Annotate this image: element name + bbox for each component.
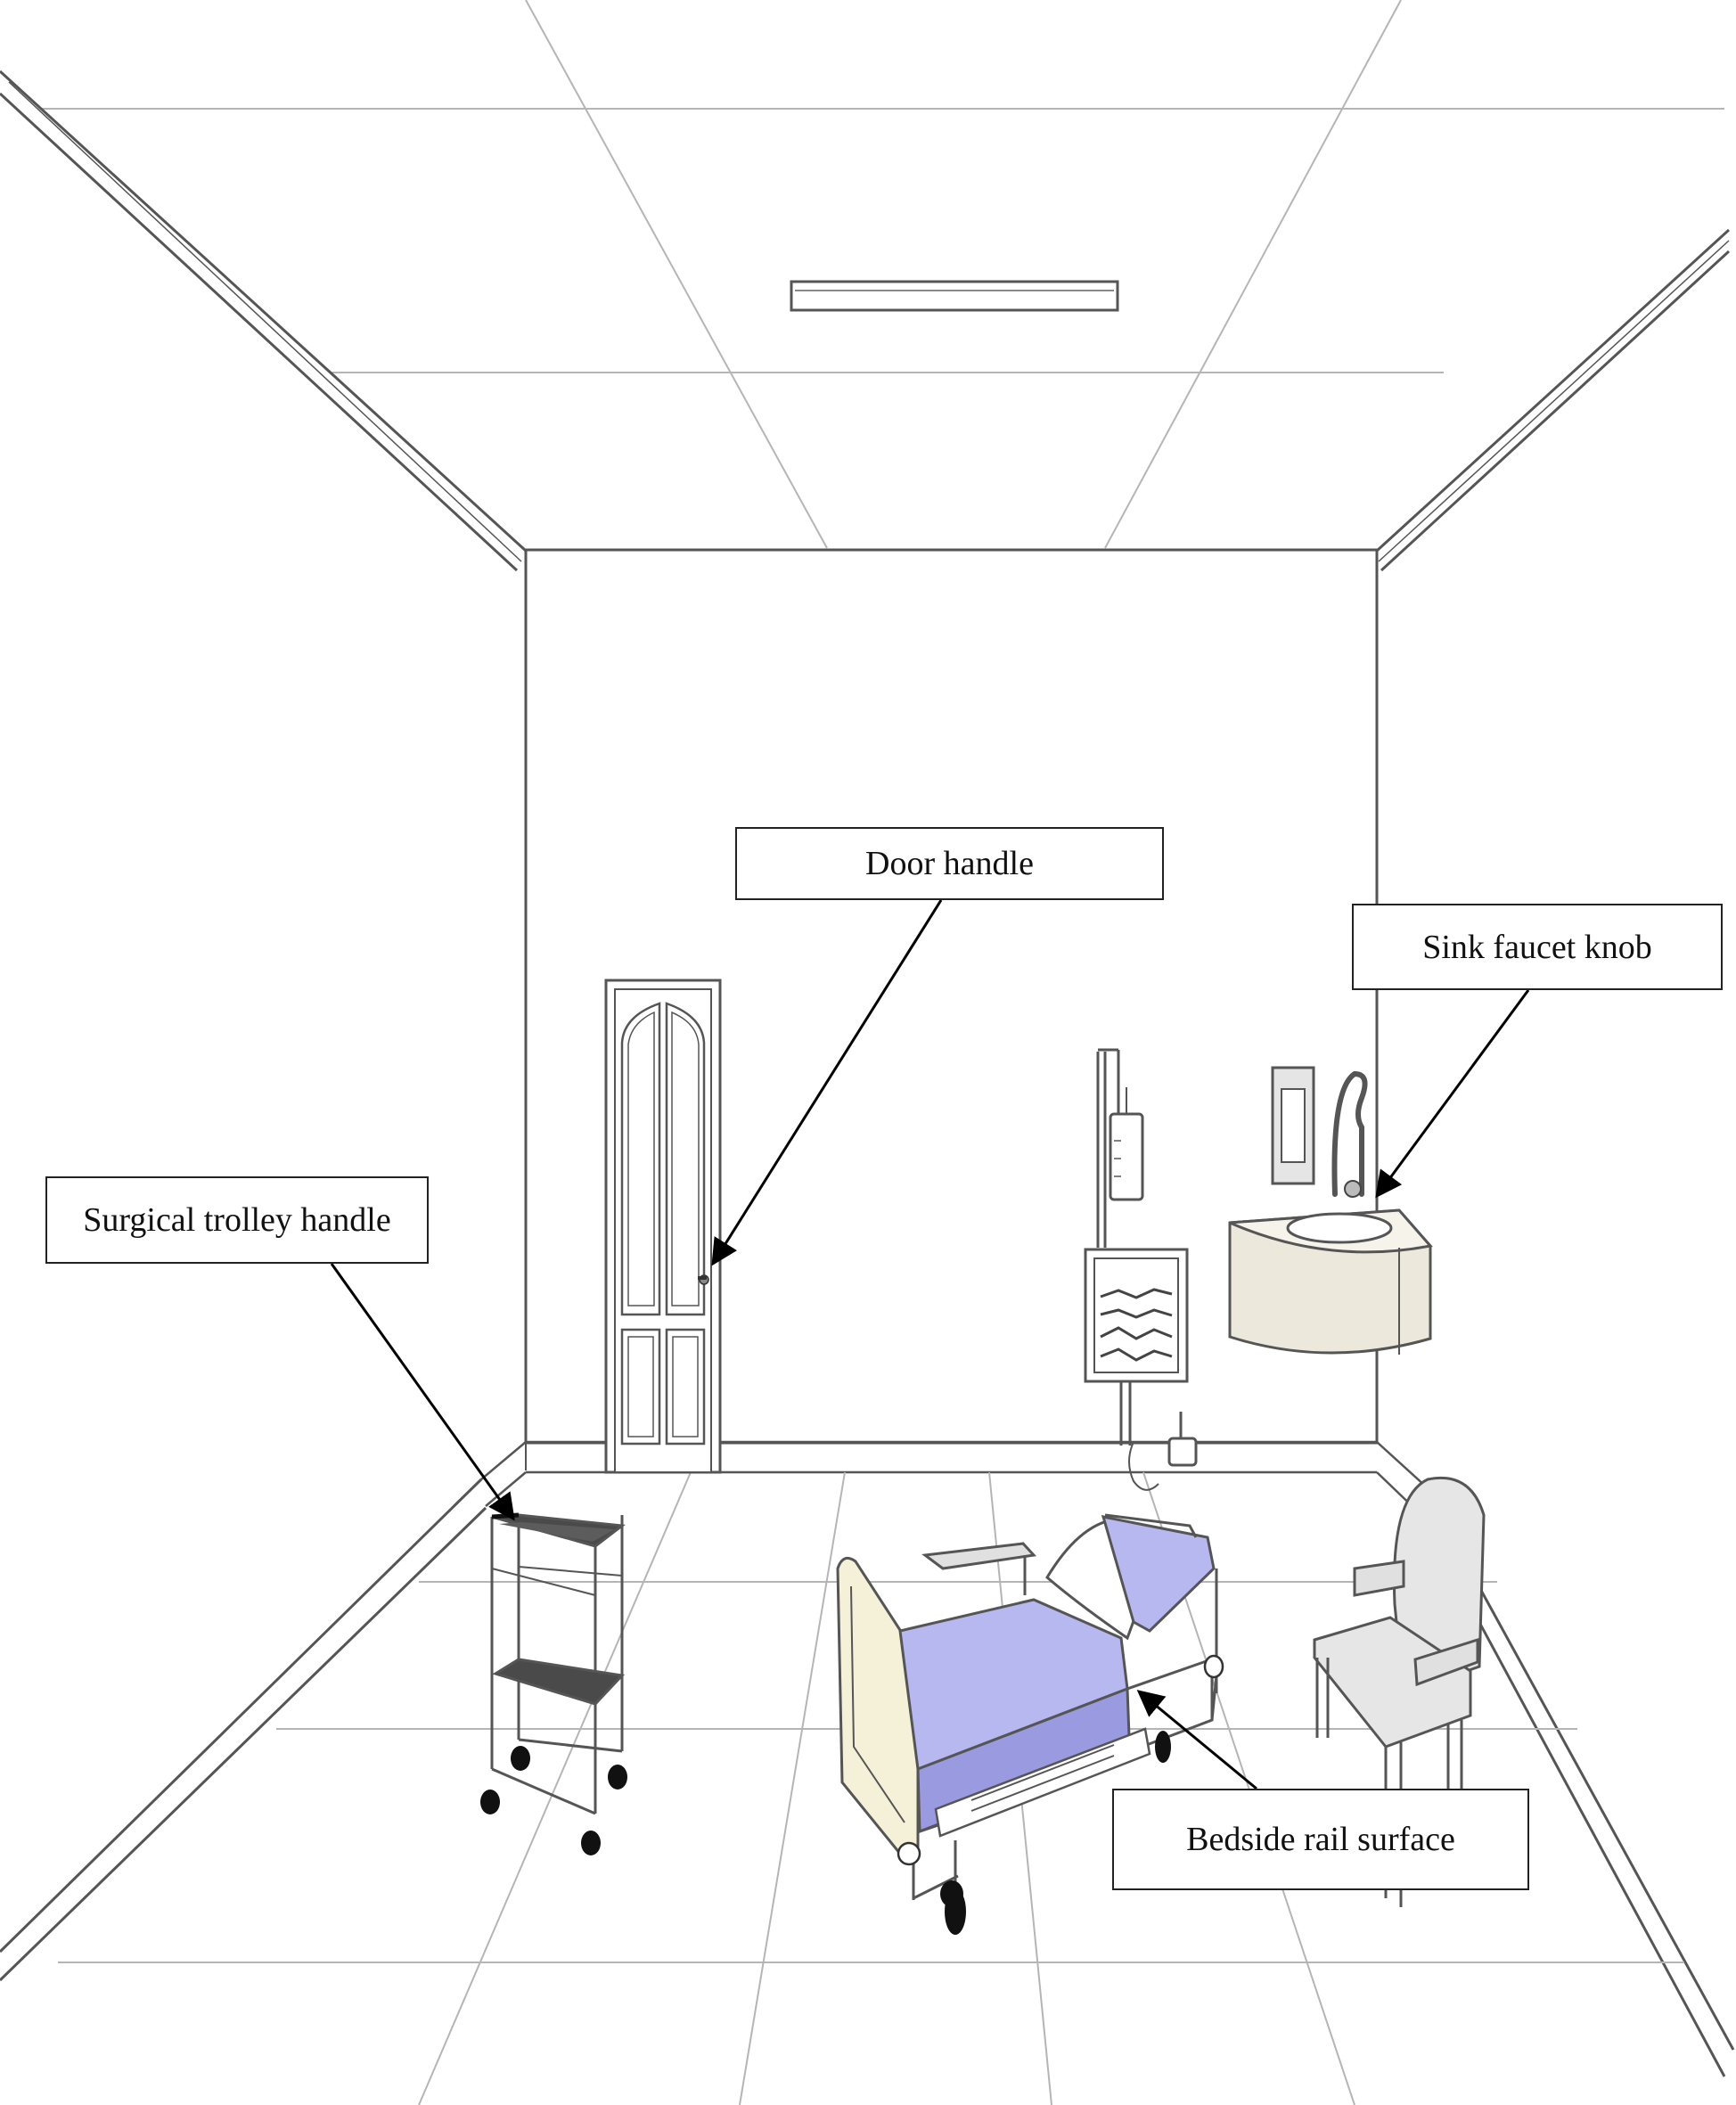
ceiling-light bbox=[790, 280, 1119, 312]
callout-arrows bbox=[330, 899, 1530, 1790]
faucet-knob-icon bbox=[1344, 1180, 1362, 1198]
door bbox=[604, 979, 722, 1474]
iv-stand bbox=[1096, 1048, 1144, 1248]
visitor-chair bbox=[1313, 1476, 1486, 1907]
sink-faucet-knob-callout: Sink faucet knob bbox=[1352, 904, 1723, 990]
sink-faucet-knob-arrow bbox=[1375, 989, 1530, 1199]
bedside-rail-surface-arrow bbox=[1136, 1690, 1257, 1790]
surgical-trolley-handle-arrow bbox=[330, 1263, 515, 1521]
surgical-trolley bbox=[490, 1513, 626, 1815]
sink bbox=[1228, 1070, 1433, 1355]
trolley-wheels bbox=[480, 1746, 627, 1855]
trolley-handle-icon bbox=[491, 1512, 520, 1519]
door-handle-callout: Door handle bbox=[735, 827, 1164, 900]
ceiling-molding bbox=[0, 70, 1731, 572]
bedside-rail-surface-callout: Bedside rail surface bbox=[1112, 1789, 1529, 1890]
ceiling bbox=[40, 0, 1724, 549]
surgical-trolley-handle-callout: Surgical trolley handle bbox=[45, 1176, 429, 1264]
patient-monitor bbox=[1084, 1248, 1198, 1491]
soap-dispenser bbox=[1271, 1066, 1315, 1185]
door-handle-icon bbox=[698, 1274, 709, 1285]
door-handle-arrow bbox=[711, 899, 943, 1266]
bed-wheels bbox=[897, 1654, 1224, 1935]
